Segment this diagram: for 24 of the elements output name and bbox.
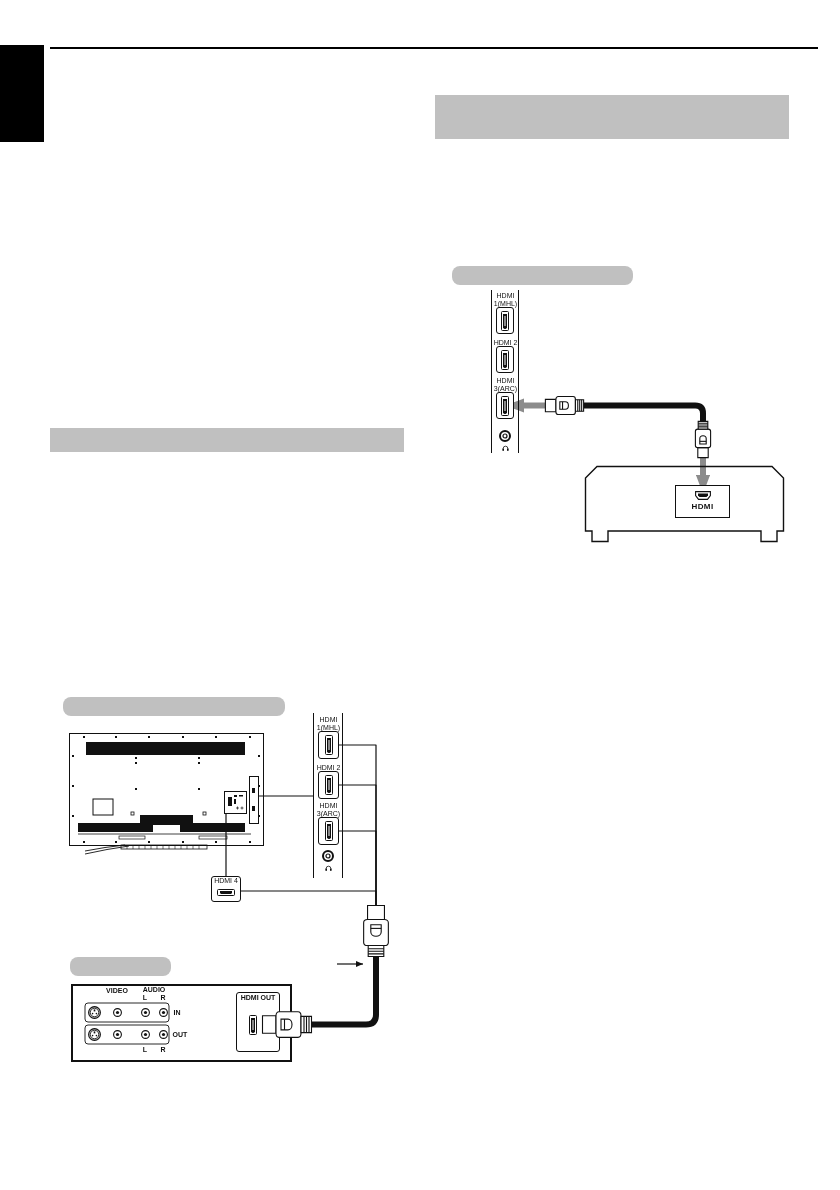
hdmi-plug-icon	[262, 1011, 312, 1038]
section-heading-bar	[435, 95, 789, 139]
hdmi-plug-icon	[695, 421, 711, 458]
hdmi-port	[675, 485, 730, 518]
hdmi-port	[211, 876, 241, 902]
terminal-panel	[224, 791, 247, 814]
caption-pill	[452, 266, 633, 285]
hdmi-cable	[312, 972, 379, 1028]
side-terminal-panel	[491, 290, 519, 453]
caption-pill	[63, 697, 285, 716]
port-label: HDMI	[691, 503, 714, 512]
connector-line	[258, 795, 314, 797]
device-rear-panel	[71, 984, 292, 1062]
section-heading-bar	[50, 428, 404, 452]
connector-line	[240, 890, 377, 906]
hdmi-cable	[584, 402, 706, 421]
hdmi-plug-icon	[545, 396, 584, 415]
pointer-arrow	[336, 961, 364, 967]
connector-line	[225, 813, 227, 877]
caption-pill	[70, 957, 171, 976]
set-top-box	[584, 465, 785, 543]
hdmi-plug-icon	[363, 905, 389, 972]
terminal-cover	[249, 776, 259, 824]
side-terminal-panel	[313, 713, 343, 878]
